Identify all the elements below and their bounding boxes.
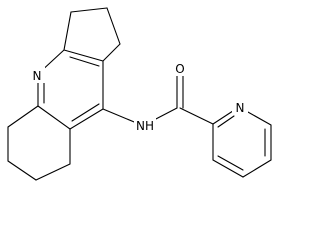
amide-nh-label: NH bbox=[136, 119, 154, 133]
pyridine-nitrogen: N bbox=[232, 99, 248, 115]
cyclopentane-ring bbox=[63, 7, 121, 62]
carbonyl-oxygen-label: O bbox=[175, 62, 184, 76]
pyridine-nitrogen-label: N bbox=[236, 101, 245, 115]
quinoline-nitrogen-label: N bbox=[33, 69, 42, 83]
amide-nitrogen: NH bbox=[134, 117, 156, 133]
cyclohexane-ring bbox=[7, 105, 71, 181]
chemical-structure-diagram: N NH O N bbox=[7, 7, 272, 181]
quinoline-nitrogen: N bbox=[29, 67, 45, 83]
central-pyridine-ring bbox=[37, 49, 104, 130]
carbonyl-oxygen: O bbox=[172, 60, 188, 76]
structure-canvas: N NH O N bbox=[7, 7, 272, 181]
pyridine-ring bbox=[212, 106, 272, 178]
amide-linker bbox=[102, 74, 214, 125]
